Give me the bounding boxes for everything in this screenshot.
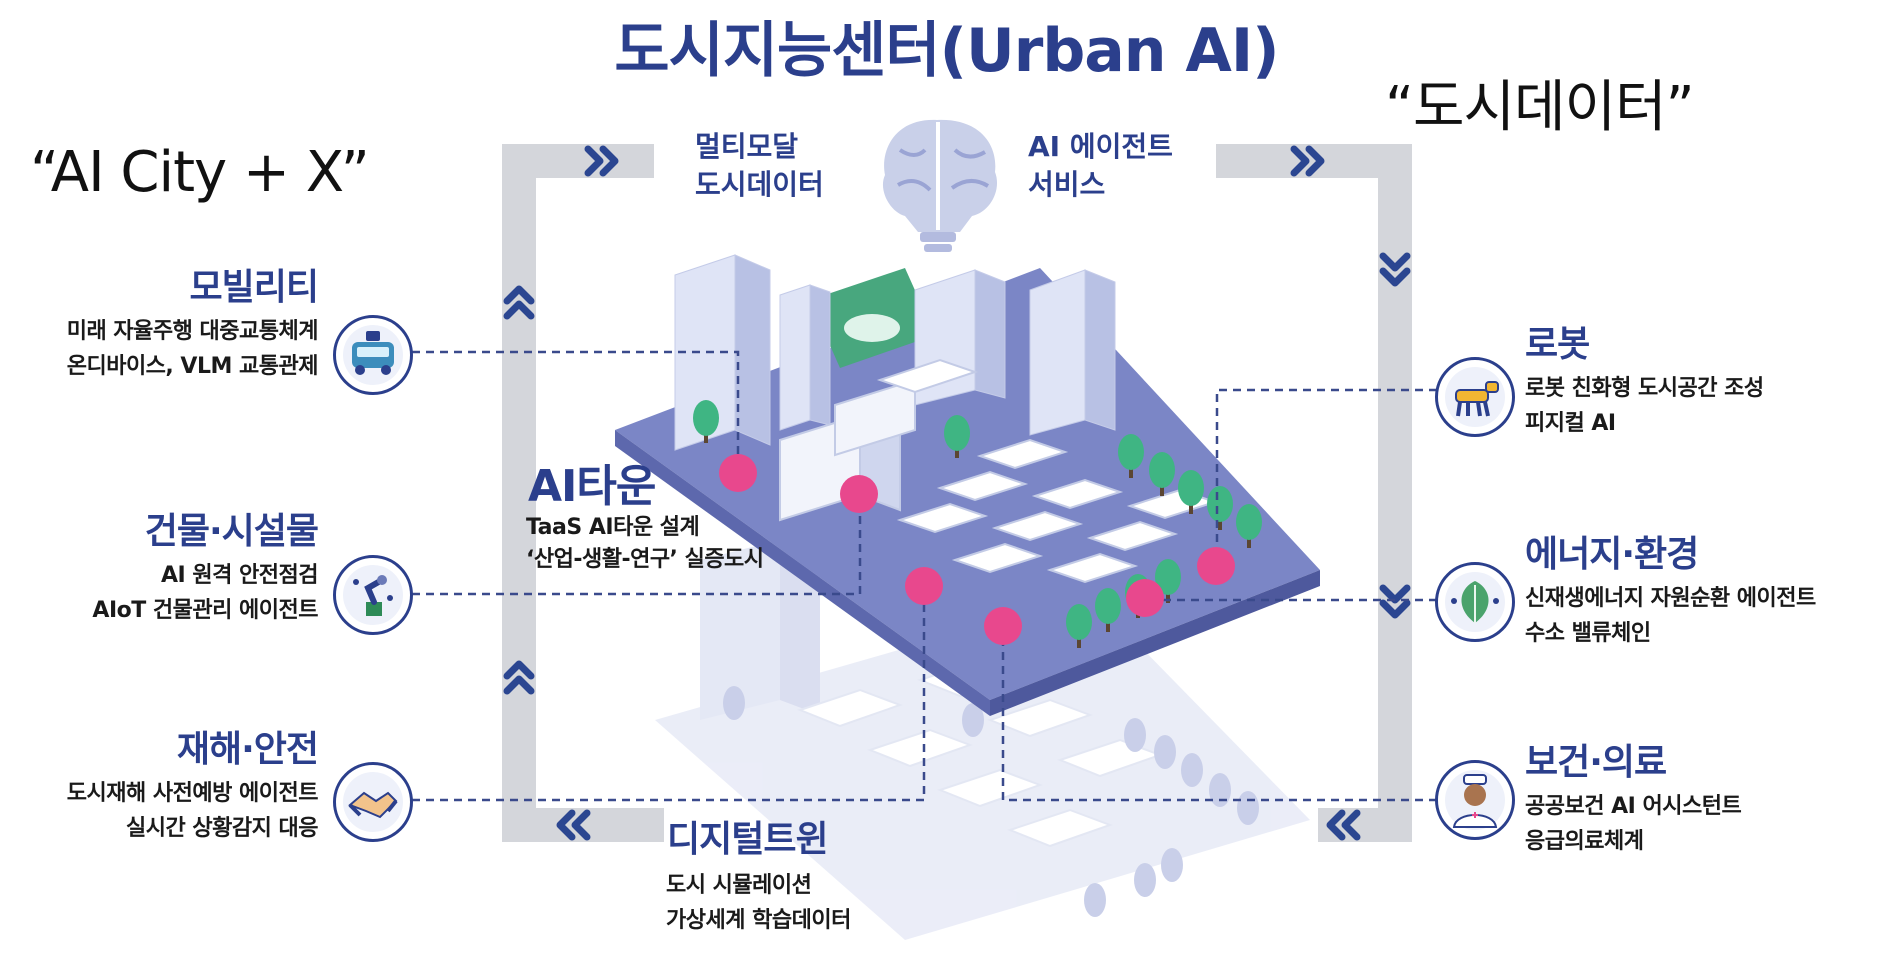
brain-bulb-icon <box>882 119 998 252</box>
doctor-icon <box>1435 760 1515 840</box>
digital-twin-title: 디지털트윈 <box>667 819 829 860</box>
chevron-left-icon <box>1326 809 1346 841</box>
multimodal-data-label: 멀티모달 도시데이터 <box>695 130 824 201</box>
pin-icon <box>984 607 1022 645</box>
chevron-left-icon <box>1341 809 1361 841</box>
connector-robot <box>1215 388 1437 565</box>
robot-arm-icon <box>333 555 413 635</box>
chevron-up-icon <box>503 675 535 695</box>
category-building: 건물·시설물 AI 원격 안전점검 AIoT 건물관리 에이전트 <box>92 511 319 623</box>
page-title: 도시지능센터(Urban AI) <box>614 16 1279 86</box>
chevron-down-icon <box>1379 267 1411 287</box>
autonomous-bus-icon <box>333 315 413 395</box>
robot-dog-icon <box>1435 357 1515 437</box>
chevron-right-icon <box>599 145 619 177</box>
category-energy: 에너지·환경 신재생에너지 자원순환 에이전트 수소 밸류체인 <box>1525 534 1816 646</box>
connector-health <box>1001 628 1437 802</box>
handshake-icon <box>333 762 413 842</box>
slogan-ai-city: “AI City + X” <box>30 140 370 205</box>
connector-mobility <box>412 350 740 470</box>
slogan-city-data: “도시데이터” <box>1385 75 1695 140</box>
category-robot: 로봇 로봇 친화형 도시공간 조성 피지컬 AI <box>1525 324 1764 436</box>
location-pins <box>719 454 1235 645</box>
dashed-connectors <box>412 350 1437 802</box>
ai-town-title: AI타운 <box>528 461 656 512</box>
pin-icon <box>905 567 943 605</box>
pin-icon <box>1197 547 1235 585</box>
chevron-up-icon <box>503 660 535 680</box>
chevron-right-icon <box>584 145 604 177</box>
ai-agent-service-label: AI 에이전트 서비스 <box>1028 130 1173 201</box>
pin-icon <box>1126 579 1164 617</box>
band-left <box>502 144 536 842</box>
category-health: 보건·의료 공공보건 AI 어시스턴트 응급의료체계 <box>1525 742 1742 854</box>
chevron-right-icon <box>1305 145 1325 177</box>
chevron-down-icon <box>1379 599 1411 619</box>
pin-icon <box>719 454 757 492</box>
digital-twin-layer <box>655 540 1310 940</box>
digital-twin-description: 도시 시뮬레이션 가상세계 학습데이터 <box>666 873 851 933</box>
connector-disaster <box>412 588 926 802</box>
chevron-left-icon <box>556 809 576 841</box>
chevron-up-icon <box>503 285 535 305</box>
category-disaster: 재해·안전 도시재해 사전예방 에이전트 실시간 상황감지 대응 <box>66 729 319 841</box>
chevron-left-icon <box>571 809 591 841</box>
category-mobility: 모빌리티 미래 자율주행 대중교통체계 온디바이스, VLM 교통관제 <box>66 267 319 379</box>
connector-building <box>412 495 862 596</box>
chevron-right-icon <box>1290 145 1310 177</box>
chevron-down-icon <box>1379 252 1411 272</box>
ai-town-description: TaaS AI타운 설계 ‘산업-생활-연구’ 실증도시 <box>526 515 764 572</box>
chevron-up-icon <box>503 300 535 320</box>
band-right <box>1378 144 1412 842</box>
leaf-icon <box>1435 562 1515 642</box>
pin-icon <box>840 475 878 513</box>
